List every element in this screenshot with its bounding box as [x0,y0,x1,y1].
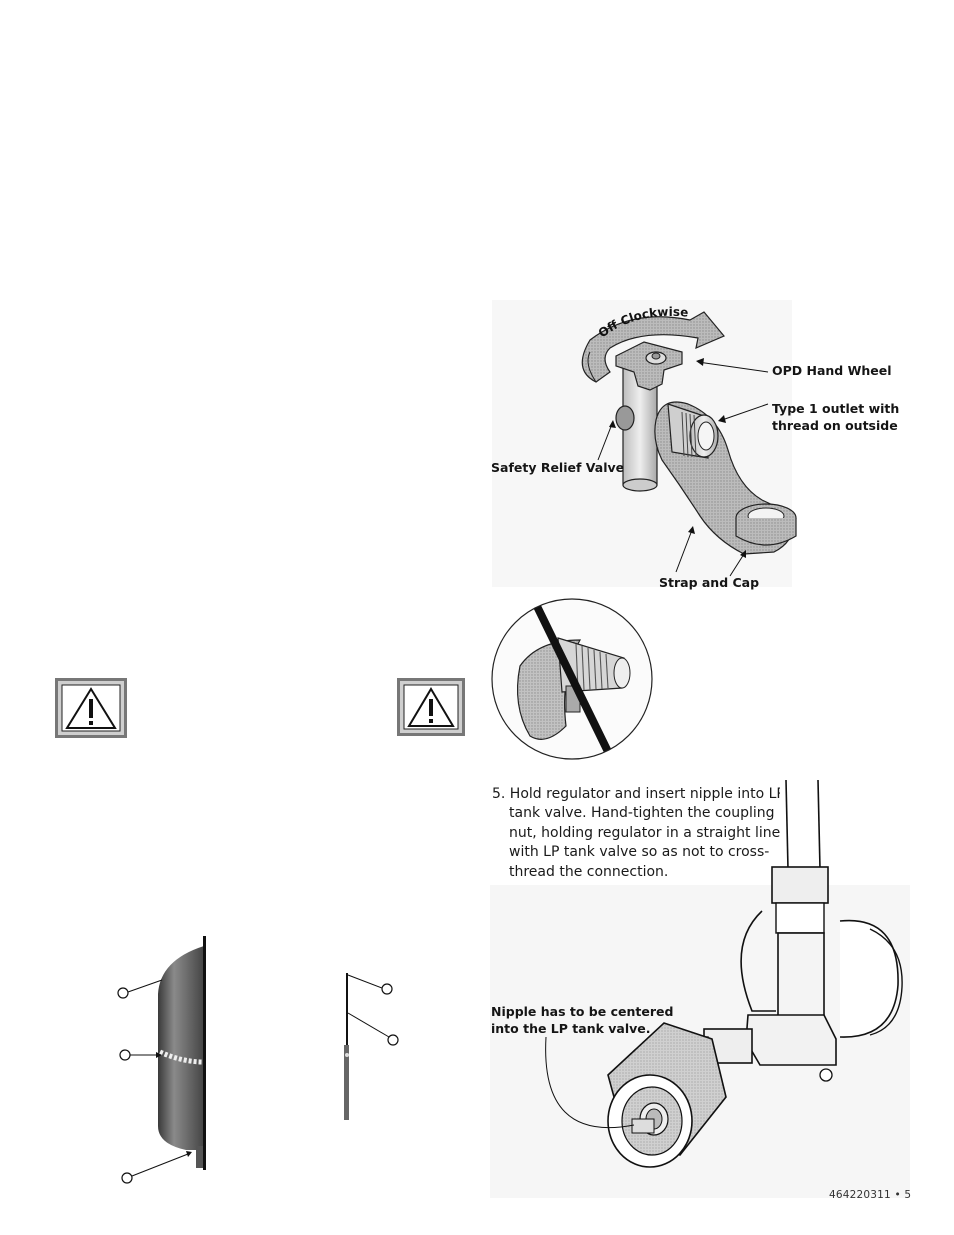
page-number: 464220311 • 5 [829,1189,912,1201]
step-5-line-3: nut, holding regulator in a straight lin… [509,825,781,841]
lp-tank-valve-illustration [581,311,797,577]
step-5-line-5: thread the connection. [509,864,669,880]
type1-outlet-label-line1: Type 1 outlet with [772,401,900,416]
warning-icon-right [397,678,465,736]
step-5-line-4: with LP tank valve so as not to cross- [509,844,770,860]
strap-and-cap-label: Strap and Cap [659,575,760,590]
lp-tank-illustration [117,936,206,1184]
regulator-connection-illustration [545,779,903,1168]
incorrect-connection-illustration [491,598,653,760]
tank-cross-section-illustration [344,973,399,1120]
nipple-note-line2: into the LP tank valve. [491,1021,651,1036]
off-clockwise-label-svg: Off Clockwise [596,305,689,341]
safety-relief-valve-label: Safety Relief Valve [491,460,625,475]
warning-icon-left [55,678,127,738]
type1-outlet-label-line2: thread on outside [772,418,898,433]
step-5-line-2: tank valve. Hand-tighten the coupling [509,805,775,821]
off-clockwise-label: Off Clockwise [596,305,689,341]
opd-hand-wheel-label: OPD Hand Wheel [772,363,892,378]
nipple-note-line1: Nipple has to be centered [491,1004,674,1019]
step-5-line-1: 5. Hold regulator and insert nipple into… [492,786,785,802]
